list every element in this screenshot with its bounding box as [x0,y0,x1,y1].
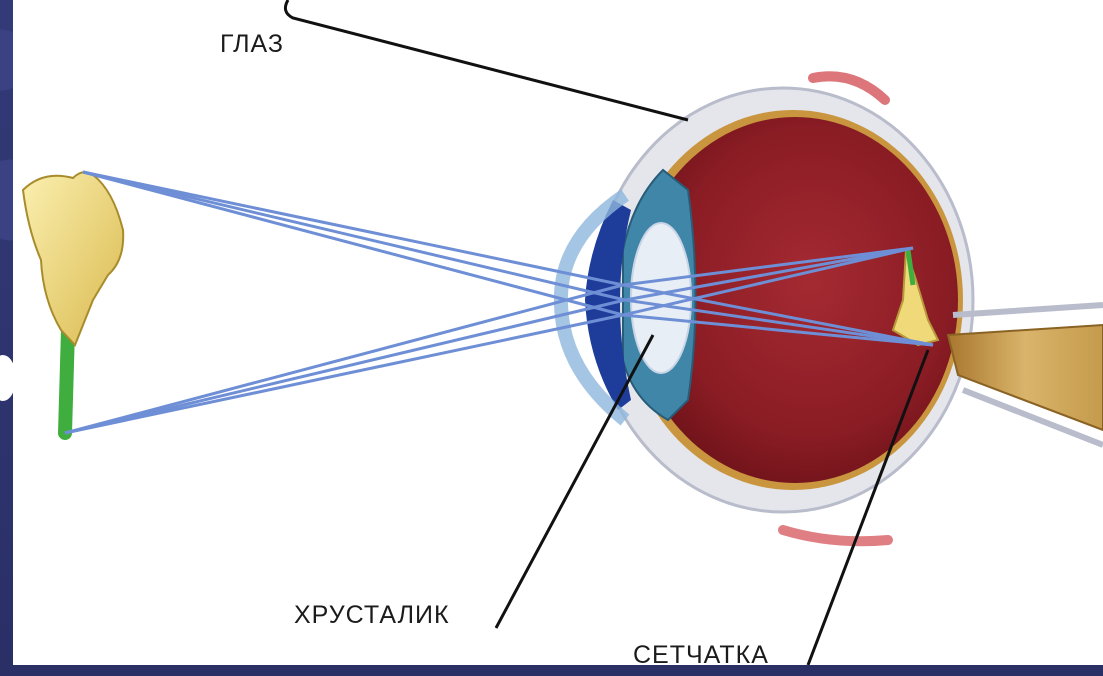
diagram-canvas [13,0,1103,665]
label-eye: ГЛАЗ [220,30,284,59]
eye-diagram: ГЛАЗ ХРУСТАЛИК СЕТЧАТКА [13,0,1103,665]
label-lens: ХРУСТАЛИК [294,601,450,630]
flower-head [23,172,123,345]
eye-leader-line [285,0,688,120]
eye-muscle-bottom [783,530,888,541]
lens-leader-line [496,335,653,628]
flower-stem [65,330,68,433]
label-retina: СЕТЧАТКА [633,641,769,670]
